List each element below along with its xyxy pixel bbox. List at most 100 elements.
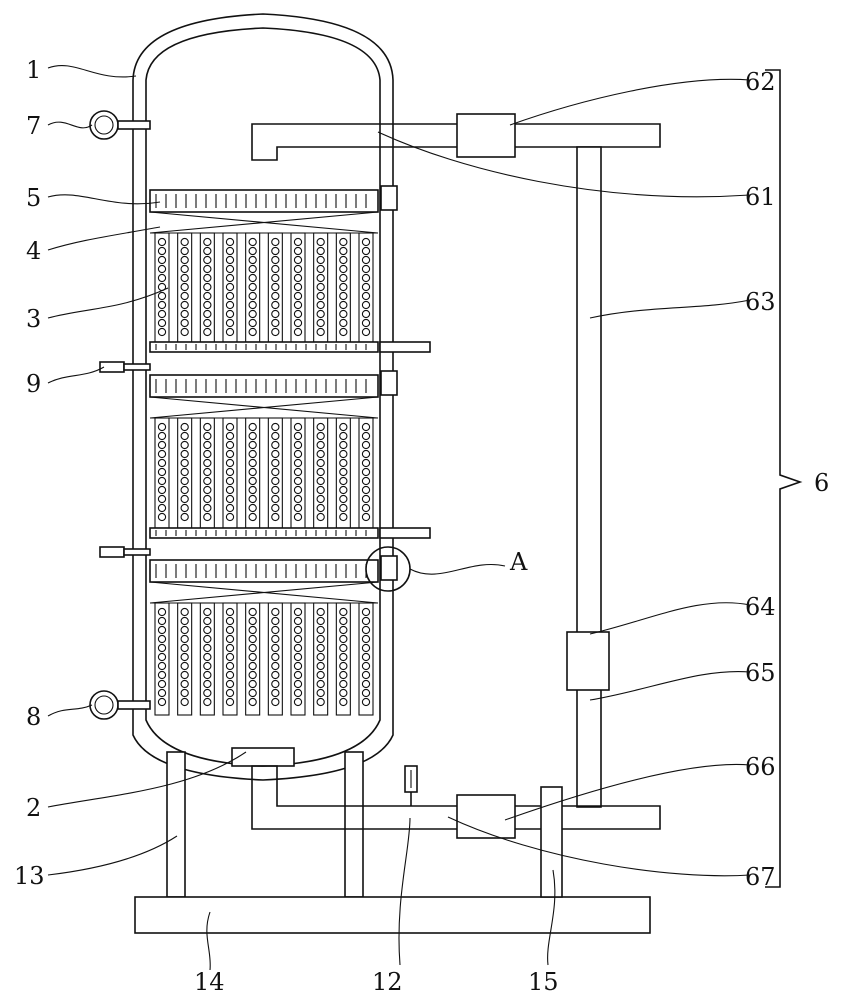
catalyst-pellet [226, 689, 233, 696]
catalyst-pellet [340, 468, 347, 475]
catalyst-pellet [294, 513, 301, 520]
catalyst-pellet [226, 662, 233, 669]
catalyst-pellet [272, 486, 279, 493]
catalyst-pellet [181, 283, 188, 290]
catalyst-pellet [340, 662, 347, 669]
catalyst-pellet [158, 256, 165, 263]
label-13: 13 [14, 862, 45, 890]
catalyst-pellet [249, 238, 256, 245]
label-62: 62 [745, 68, 776, 96]
label-61: 61 [745, 183, 776, 211]
catalyst-pellet [272, 310, 279, 317]
catalyst-pellet [362, 504, 369, 511]
catalyst-pellet [340, 441, 347, 448]
catalyst-pellet [181, 671, 188, 678]
catalyst-pellet [226, 441, 233, 448]
catalyst-pellet [317, 468, 324, 475]
catalyst-pellet [249, 441, 256, 448]
catalyst-pellet [181, 680, 188, 687]
catalyst-pellet [204, 274, 211, 281]
catalyst-pellet [204, 310, 211, 317]
catalyst-pellet [181, 617, 188, 624]
catalyst-pellet [249, 459, 256, 466]
catalyst-pellet [340, 644, 347, 651]
catalyst-pellet [317, 441, 324, 448]
catalyst-pellet [226, 423, 233, 430]
catalyst-pellet [294, 477, 301, 484]
catalyst-pellet [158, 432, 165, 439]
catalyst-pellet [362, 256, 369, 263]
catalyst-pellet [158, 459, 165, 466]
catalyst-pellet [204, 671, 211, 678]
catalyst-pellet [181, 450, 188, 457]
catalyst-pellet [226, 486, 233, 493]
catalyst-pellet [340, 319, 347, 326]
catalyst-pellet [249, 662, 256, 669]
catalyst-pellet [158, 423, 165, 430]
catalyst-pellet [158, 662, 165, 669]
catalyst-pellet [340, 504, 347, 511]
catalyst-pellet [249, 486, 256, 493]
catalyst-tube [178, 233, 192, 342]
catalyst-pellet [181, 292, 188, 299]
catalyst-pellet [249, 247, 256, 254]
catalyst-pellet [340, 477, 347, 484]
port-9 [100, 362, 150, 372]
catalyst-pellet [158, 328, 165, 335]
catalyst-pellet [317, 644, 324, 651]
catalyst-pellet [226, 459, 233, 466]
catalyst-pellet [158, 680, 165, 687]
catalyst-pellet [340, 689, 347, 696]
catalyst-pellet [340, 301, 347, 308]
catalyst-pellet [226, 468, 233, 475]
catalyst-pellet [226, 495, 233, 502]
catalyst-pellet [249, 680, 256, 687]
catalyst-pellet [272, 450, 279, 457]
catalyst-pellet [362, 653, 369, 660]
catalyst-pellet [204, 653, 211, 660]
catalyst-pellet [272, 423, 279, 430]
catalyst-pellet [272, 247, 279, 254]
catalyst-pellet [181, 256, 188, 263]
catalyst-pellet [181, 477, 188, 484]
catalyst-pellet [362, 265, 369, 272]
bottom-outlet [232, 748, 294, 766]
catalyst-pellet [249, 450, 256, 457]
catalyst-tube [268, 233, 282, 342]
label-63: 63 [745, 288, 776, 316]
catalyst-pellet [226, 301, 233, 308]
catalyst-pellet [362, 247, 369, 254]
catalyst-pellet [181, 662, 188, 669]
catalyst-pellet [317, 626, 324, 633]
catalyst-pellet [340, 513, 347, 520]
catalyst-pellet [226, 292, 233, 299]
catalyst-pellet [340, 680, 347, 687]
catalyst-tube [336, 233, 350, 342]
catalyst-pellet [272, 256, 279, 263]
catalyst-pellet [158, 486, 165, 493]
catalyst-pellet [158, 504, 165, 511]
catalyst-pellet [340, 432, 347, 439]
grid-clamp [381, 186, 397, 210]
catalyst-pellet [158, 635, 165, 642]
catalyst-pellet [362, 626, 369, 633]
catalyst-pellet [204, 644, 211, 651]
catalyst-pellet [272, 513, 279, 520]
catalyst-tube [314, 233, 328, 342]
catalyst-pellet [249, 256, 256, 263]
catalyst-pellet [340, 626, 347, 633]
catalyst-pellet [272, 459, 279, 466]
catalyst-tube [359, 233, 373, 342]
catalyst-pellet [249, 513, 256, 520]
catalyst-pellet [294, 680, 301, 687]
catalyst-pellet [294, 468, 301, 475]
catalyst-pellet [294, 459, 301, 466]
catalyst-pellet [204, 256, 211, 263]
catalyst-pellet [340, 608, 347, 615]
catalyst-pellet [249, 292, 256, 299]
catalyst-pellet [204, 265, 211, 272]
catalyst-pellet [272, 274, 279, 281]
catalyst-pellet [181, 441, 188, 448]
catalyst-pellet [294, 486, 301, 493]
catalyst-pellet [340, 486, 347, 493]
